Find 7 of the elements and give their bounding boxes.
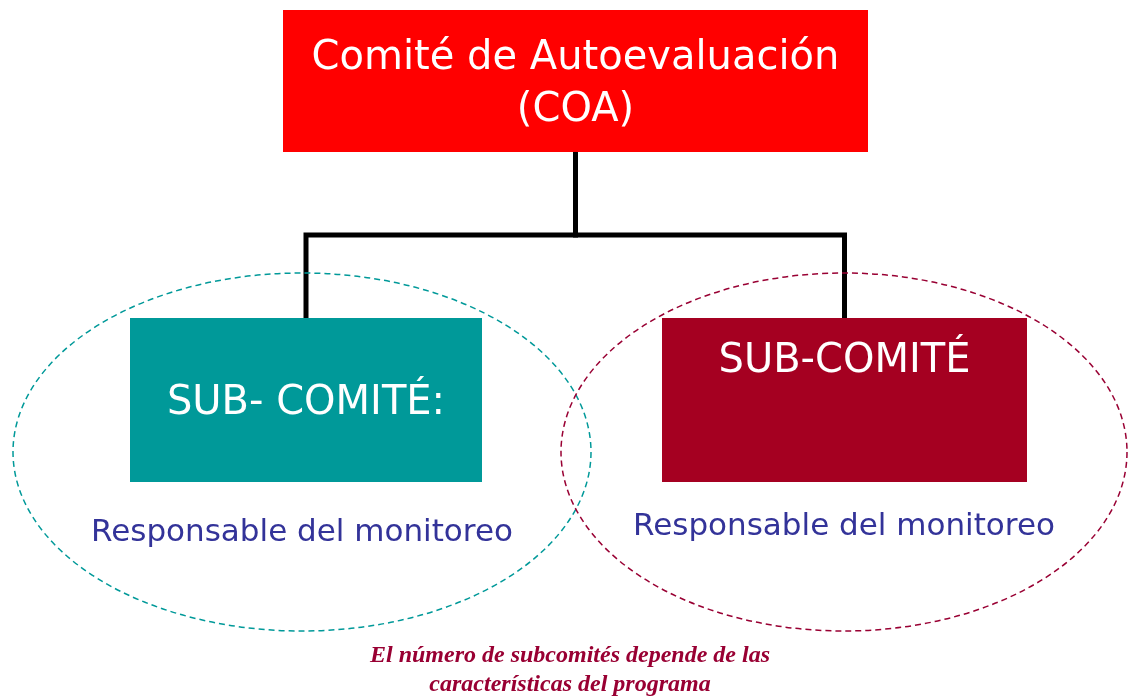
subcommittee-box: SUB-COMITÉ bbox=[662, 318, 1027, 482]
subcommittee-box: SUB- COMITÉ: bbox=[130, 318, 482, 482]
committee-box: Comité de Autoevaluación (COA) bbox=[283, 10, 868, 152]
connector-line bbox=[573, 152, 847, 318]
role-label: Responsable del monitoreo bbox=[632, 506, 1056, 542]
role-label: Responsable del monitoreo bbox=[90, 512, 514, 548]
caption: El número de subcomités depende de las características del programa bbox=[369, 640, 771, 698]
